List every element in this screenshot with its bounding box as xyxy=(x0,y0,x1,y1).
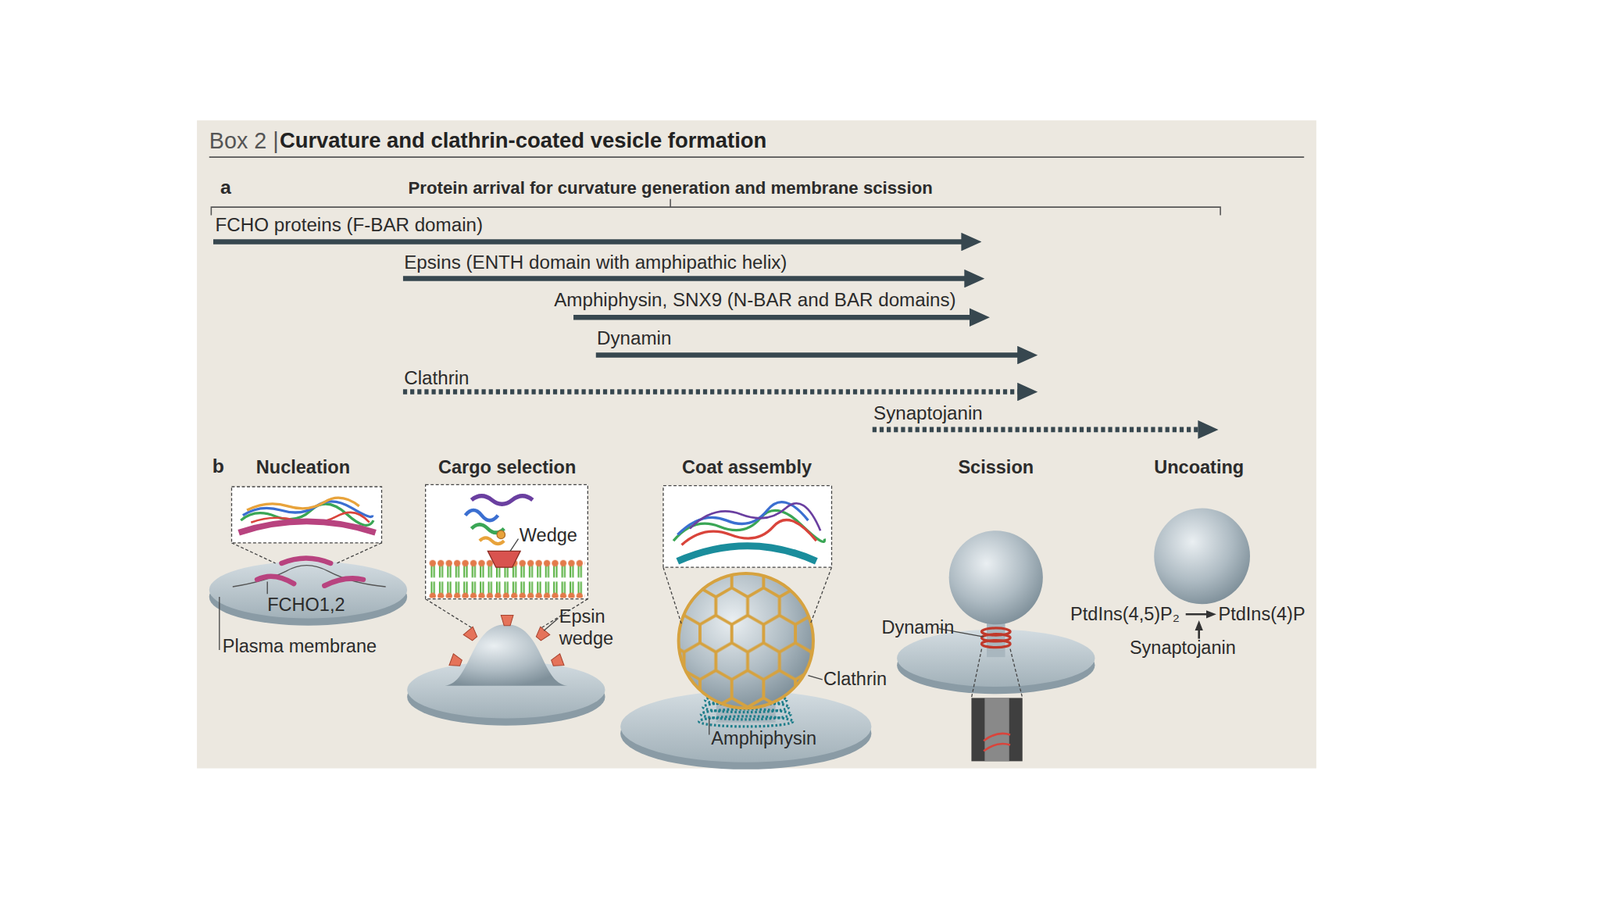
zoom-line xyxy=(663,567,683,625)
stage-heading: Coat assembly xyxy=(682,457,812,479)
electron-micrograph xyxy=(971,697,1022,761)
stage-heading: Nucleation xyxy=(256,457,350,479)
leader-line xyxy=(218,596,220,650)
lipid-label: PtdIns(4,5)P₂ xyxy=(1070,603,1180,625)
enzyme-arrow xyxy=(1197,624,1200,639)
amphipathic-wedge xyxy=(487,550,521,568)
clathrin-cage-outline xyxy=(678,573,814,708)
nucleation-illustration xyxy=(209,486,408,650)
component-label: Epsin wedge xyxy=(559,606,627,649)
box-number: Box 2 | xyxy=(209,128,279,154)
timeline-arrow xyxy=(213,239,970,245)
protein-name: Synaptojanin xyxy=(873,402,983,425)
fbar-domain xyxy=(239,521,376,533)
title-rule xyxy=(209,156,1304,158)
protein-helix xyxy=(471,496,533,504)
leader-line xyxy=(510,539,518,552)
zoom-line xyxy=(425,599,472,629)
component-label: Wedge xyxy=(519,525,578,547)
zoom-line xyxy=(231,542,275,564)
protein-helix xyxy=(465,510,499,521)
figure-title: Curvature and clathrin-coated vesicle fo… xyxy=(279,128,767,154)
protein-name: Dynamin xyxy=(596,326,672,349)
zoom-line xyxy=(1010,649,1023,699)
protein-helix xyxy=(681,519,816,545)
stage-heading: Cargo selection xyxy=(438,457,576,479)
leader-line xyxy=(267,581,268,594)
membrane-bud xyxy=(444,624,568,686)
amphiphysin-ring xyxy=(699,716,793,727)
zoom-line xyxy=(810,567,832,625)
component-label: Dynamin xyxy=(881,617,954,639)
timeline-bracket xyxy=(210,199,1221,216)
protein-name: Clathrin xyxy=(403,366,469,389)
uncoated-vesicle xyxy=(1153,507,1250,604)
micrograph-tube xyxy=(984,697,1009,761)
bar-domain xyxy=(677,546,817,562)
protein-name: Amphiphysin, SNX9 (N-BAR and BAR domains… xyxy=(553,289,956,311)
component-label: Amphiphysin xyxy=(710,728,817,750)
protein-name: FCHO proteins (F-BAR domain) xyxy=(215,213,483,236)
vesicle xyxy=(949,530,1043,625)
epsin-wedge xyxy=(500,615,514,626)
fcho-protein xyxy=(257,576,294,584)
protein-name: Epsins (ENTH domain with amphipathic hel… xyxy=(403,251,787,274)
scission-illustration xyxy=(896,530,1095,761)
component-label: Clathrin xyxy=(823,668,887,690)
inset-box xyxy=(663,485,833,568)
epsin-wedge xyxy=(533,626,550,643)
fcho-protein xyxy=(281,557,331,564)
timeline-arrow xyxy=(596,352,1026,358)
stage-heading: Uncoating xyxy=(1153,457,1244,479)
component-label: FCHO1,2 xyxy=(267,594,345,616)
leader-line xyxy=(807,675,822,680)
dynamin-ring xyxy=(981,640,1011,648)
zoom-line xyxy=(336,542,382,564)
enzyme-label: Synaptojanin xyxy=(1129,637,1236,659)
inset-box xyxy=(425,484,589,599)
coat-assembly-illustration xyxy=(620,485,872,770)
protein-helix xyxy=(689,503,821,531)
panel-letter: b xyxy=(212,455,225,479)
timeline-arrow-dotted xyxy=(403,389,1026,395)
conversion-arrow xyxy=(1185,613,1213,616)
panel-heading: Protein arrival for curvature generation… xyxy=(407,178,933,200)
timeline-arrows xyxy=(213,242,1207,430)
protein-helix xyxy=(246,497,360,511)
zoom-line xyxy=(971,649,982,699)
stage-heading: Scission xyxy=(957,457,1034,479)
component-label: Plasma membrane xyxy=(222,636,377,658)
dynamin-helix xyxy=(983,733,1011,751)
epsin-wedge xyxy=(449,653,464,669)
timeline-arrow xyxy=(403,275,973,282)
plasma-membrane xyxy=(209,560,408,618)
fcho-protein xyxy=(324,578,364,586)
panel-letter: a xyxy=(220,176,232,200)
clathrin-cage xyxy=(673,568,818,714)
leader-line xyxy=(543,618,558,632)
inset-box xyxy=(231,486,382,543)
epsin-wedge xyxy=(463,626,479,643)
timeline-arrow-dotted xyxy=(872,427,1207,433)
protein-ligand xyxy=(496,530,505,539)
timeline-arrow xyxy=(573,314,978,321)
epsin-wedge xyxy=(550,653,565,669)
panel-background xyxy=(196,120,1317,768)
cargo-selection-illustration xyxy=(407,484,605,725)
leader-line xyxy=(708,718,710,736)
lipid-label: PtdIns(4)P xyxy=(1218,603,1306,625)
membrane-contour xyxy=(232,565,386,587)
